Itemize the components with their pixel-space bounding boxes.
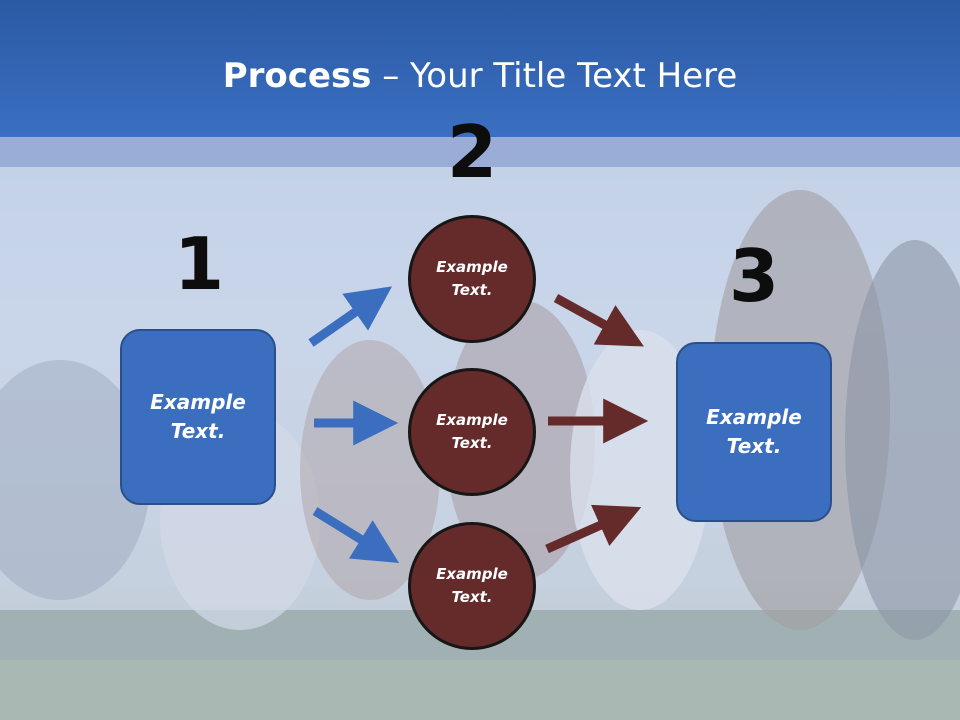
arrow-blue-down — [312, 507, 400, 563]
title-rest: – Your Title Text Here — [371, 56, 738, 96]
arrow-brown-up — [545, 504, 642, 554]
header-subband — [0, 137, 960, 167]
arrow-brown-down — [553, 294, 644, 347]
right-box-text: Example Text. — [706, 405, 802, 458]
left-box: Example Text. — [120, 329, 276, 505]
slide-title: Process – Your Title Text Here — [0, 56, 960, 96]
circle-top: Example Text. — [408, 215, 536, 343]
circle-top-text: Example Text. — [436, 258, 508, 299]
header-band — [0, 0, 960, 137]
step-number-3: 3 — [728, 234, 780, 318]
circle-bottom: Example Text. — [408, 522, 536, 650]
left-box-text: Example Text. — [150, 390, 246, 443]
circle-bottom-text: Example Text. — [436, 565, 508, 606]
right-box: Example Text. — [676, 342, 832, 522]
title-bold: Process — [222, 56, 372, 96]
circle-middle: Example Text. — [408, 368, 536, 496]
arrow-blue-up — [308, 286, 393, 347]
step-number-2: 2 — [446, 110, 498, 194]
step-number-1: 1 — [173, 222, 225, 306]
circle-middle-text: Example Text. — [436, 411, 508, 452]
